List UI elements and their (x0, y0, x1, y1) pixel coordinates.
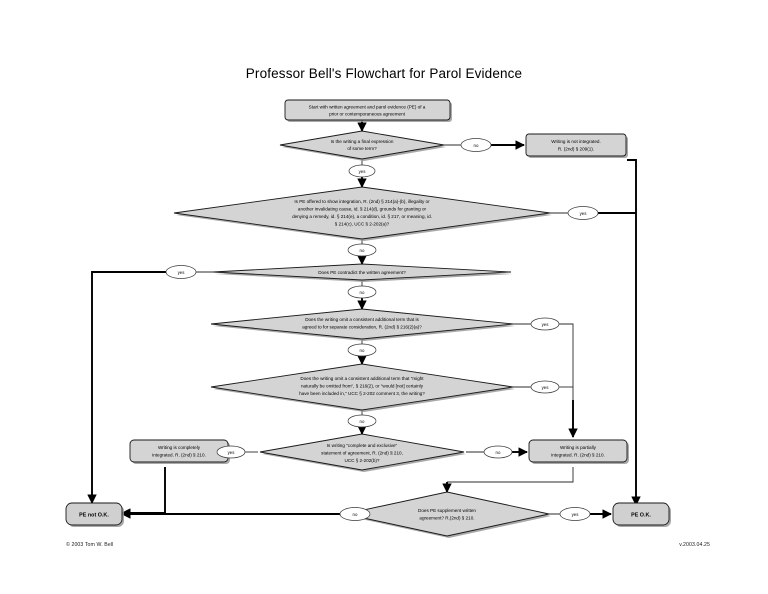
d1-line2: of some term? (347, 146, 377, 151)
d5-line3: have been included in," UCC § 2-202 comm… (299, 391, 425, 396)
edge-label-d2-yes: yes (567, 206, 599, 220)
d2-line2: another invalidating cause, id. § 214(d)… (298, 207, 427, 212)
edge-label-d4-yes-text: yes (542, 322, 550, 327)
node-pe-ok[interactable]: PE O.K. (612, 502, 671, 527)
d7-line2: agreement? R.(2nd) § 210. (419, 516, 474, 521)
not-integrated-line2: R. (2nd) § 209(1). (558, 147, 594, 152)
edge-label-d1-yes-text: yes (359, 169, 367, 174)
d5-line2: naturally be omitted from", § 216(2), or… (301, 384, 424, 389)
complete-line1: Writing is completely (158, 445, 201, 450)
edge-d3-yes-b (87, 271, 166, 504)
edge-label-d3-no: no (347, 285, 377, 299)
complete-line2: integrated. R. (2nd) § 210. (152, 453, 206, 458)
d4-line2: agreed to for separate consideration, R.… (302, 325, 422, 330)
edge-label-d4-no: no (347, 343, 377, 357)
node-decision-naturally-omitted[interactable]: Does the writing omit a consistent addit… (210, 363, 515, 412)
partial-line1: Writing is partially (560, 445, 597, 450)
edge-label-d5-no-text: no (360, 419, 365, 424)
edge-label-d7-yes: yes (559, 507, 591, 521)
pe-not-ok-label: PE not O.K. (79, 513, 109, 519)
page-title: Professor Bell's Flowchart for Parol Evi… (245, 66, 523, 81)
edge-label-d6-no: no (483, 445, 513, 459)
edge-label-d2-no: no (347, 243, 377, 257)
edge-d4-yes-b (559, 323, 574, 437)
node-decision-pe-contradict[interactable]: Does PE contradict the written agreement… (212, 263, 513, 282)
edge-label-d5-no: no (347, 414, 377, 428)
node-start[interactable]: Start with written agreement and parol e… (284, 99, 452, 122)
edge-partial-to-d7-a (447, 467, 574, 483)
d2-line1: Is PE offered to show integration, R. (2… (294, 199, 430, 204)
edge-notintegrated-to-peok (627, 159, 641, 506)
not-integrated-line1: Writing is not integrated. (551, 139, 600, 144)
pe-ok-label: PE O.K. (631, 513, 651, 519)
d2-line4: § 214(c), UCC § 2-202(a)? (335, 222, 390, 227)
d6-line2: statement of agreement, R. (2nd) § 210, (321, 451, 403, 456)
node-start-line1: Start with written agreement and parol e… (309, 105, 426, 110)
node-writing-not-integrated[interactable]: Writing is not integrated. R. (2nd) § 20… (525, 133, 628, 158)
edge-label-d6-yes-text: yes (228, 450, 236, 455)
node-writing-partially-integrated[interactable]: Writing is partially integrated. R. (2nd… (528, 439, 629, 464)
edge-label-d3-yes: yes (165, 265, 197, 279)
edge-label-d3-yes-text: yes (178, 270, 186, 275)
partial-line2: integrated. R. (2nd) § 210. (551, 453, 605, 458)
node-start-line2: prior or contemporaneous agreement (329, 112, 406, 117)
footer-version: v.2003.04.25 (679, 542, 710, 548)
d5-line1: Does the writing omit a consistent addit… (300, 376, 424, 381)
edge-label-d2-yes-text: yes (580, 211, 588, 216)
node-decision-pe-offered-purpose[interactable]: Is PE offered to show integration, R. (2… (173, 186, 552, 241)
edge-label-d7-yes-text: yes (572, 512, 580, 517)
d6-line3: UCC § 2-202(b)? (345, 458, 380, 463)
edge-label-d1-yes: yes (348, 164, 376, 178)
d6-line1: Is writing "complete and exclusive" (327, 443, 398, 448)
edge-complete-to-penotok (121, 467, 166, 518)
edge-label-d2-no-text: no (360, 248, 365, 253)
d3-line1: Does PE contradict the written agreement… (318, 270, 406, 275)
node-decision-complete-exclusive[interactable]: Is writing "complete and exclusive" stat… (259, 433, 466, 472)
d7-line1: Does PE supplement written (418, 508, 476, 513)
node-decision-pe-supplement[interactable]: Does PE supplement written agreement? R.… (344, 491, 551, 538)
d2-line3: denying a remedy, id. § 214(e), a condit… (292, 214, 432, 219)
edge-label-d7-no-text: no (353, 512, 358, 517)
edge-label-d1-no: no (460, 138, 492, 152)
edge-label-d5-yes-text: yes (542, 385, 550, 390)
d4-line1: Does the writing omit a consistent addit… (305, 317, 419, 322)
edge-label-d6-no-text: no (496, 450, 501, 455)
edge-label-d6-yes: yes (216, 445, 246, 459)
edge-label-d4-yes: yes (530, 317, 560, 331)
edge-label-d4-no-text: no (360, 348, 365, 353)
edge-label-d1-no-text: no (474, 143, 479, 148)
node-pe-not-ok[interactable]: PE not O.K. (65, 502, 124, 527)
edge-label-d5-yes: yes (530, 380, 560, 394)
d1-line1: Is the writing a final expression (331, 139, 394, 144)
node-writing-completely-integrated[interactable]: Writing is completely integrated. R. (2n… (129, 439, 230, 464)
edge-label-d7-no: no (339, 507, 371, 521)
node-decision-final-expression[interactable]: Is the writing a final expression of som… (279, 130, 446, 161)
node-decision-separate-consideration[interactable]: Does the writing omit a consistent addit… (210, 308, 515, 341)
footer-copyright: © 2003 Tom W. Bell (66, 542, 114, 548)
edge-label-d3-no-text: no (360, 290, 365, 295)
